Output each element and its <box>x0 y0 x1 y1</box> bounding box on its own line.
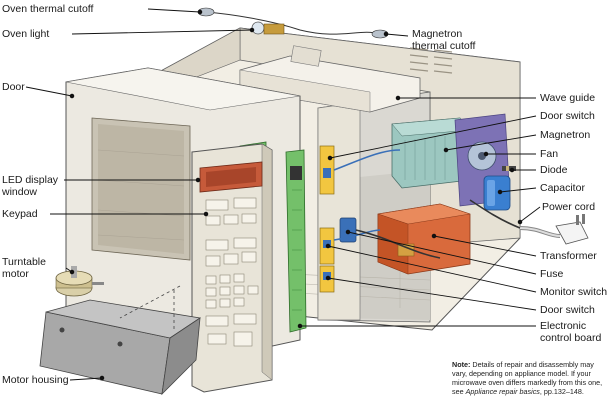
label-led-display-line1: LED display <box>2 174 59 186</box>
label-keypad: Keypad <box>2 208 38 220</box>
note-prefix: Note: <box>452 360 471 369</box>
label-magnetron-thermal-line2: thermal cutoff <box>412 40 476 52</box>
label-transformer: Transformer <box>540 250 597 262</box>
label-door-switch-top: Door switch <box>540 110 595 122</box>
label-fan: Fan <box>540 148 559 160</box>
keypad-panel <box>191 143 273 393</box>
repair-note: Note: Details of repair and disassembly … <box>452 360 610 396</box>
capacitor <box>483 175 511 211</box>
label-capacitor: Capacitor <box>540 182 585 194</box>
label-electronic-line1: Electronic <box>540 320 587 332</box>
oven-light-part <box>251 21 285 35</box>
label-power-cord: Power cord <box>542 201 596 213</box>
label-magnetron-thermal-line1: Magnetron <box>412 28 463 40</box>
label-oven-light: Oven light <box>2 28 50 40</box>
label-monitor-switch: Monitor switch <box>540 286 608 298</box>
label-magnetron: Magnetron <box>540 129 591 141</box>
turntable-motor <box>55 266 104 297</box>
note-suffix: , pp.132–148. <box>539 387 584 396</box>
magnetron <box>391 117 471 189</box>
label-door-switch-bottom: Door switch <box>540 304 595 316</box>
power-cord <box>519 214 589 245</box>
label-door: Door <box>2 81 25 93</box>
label-diode: Diode <box>540 164 568 176</box>
label-turntable-line2: motor <box>2 268 29 280</box>
label-oven-thermal-cutoff: Oven thermal cutoff <box>2 3 94 15</box>
leader-lines <box>25 8 541 381</box>
oven-thermal-cutoff-part <box>197 7 381 35</box>
note-reference: Appliance repair basics <box>465 387 540 396</box>
label-electronic-line2: control board <box>540 332 602 344</box>
transformer <box>377 203 471 275</box>
label-led-display-line2: window <box>2 186 38 198</box>
alignment-lines <box>119 285 181 330</box>
label-fuse: Fuse <box>540 268 564 280</box>
label-wave-guide: Wave guide <box>540 92 596 104</box>
diode <box>502 166 516 171</box>
wiring <box>333 149 521 259</box>
note-body: Details of repair and disassembly may va… <box>452 360 603 396</box>
label-motor-housing: Motor housing <box>2 374 69 386</box>
door-switch-top <box>319 145 335 195</box>
label-turntable-line1: Turntable <box>2 256 46 268</box>
motor-housing <box>39 299 202 396</box>
